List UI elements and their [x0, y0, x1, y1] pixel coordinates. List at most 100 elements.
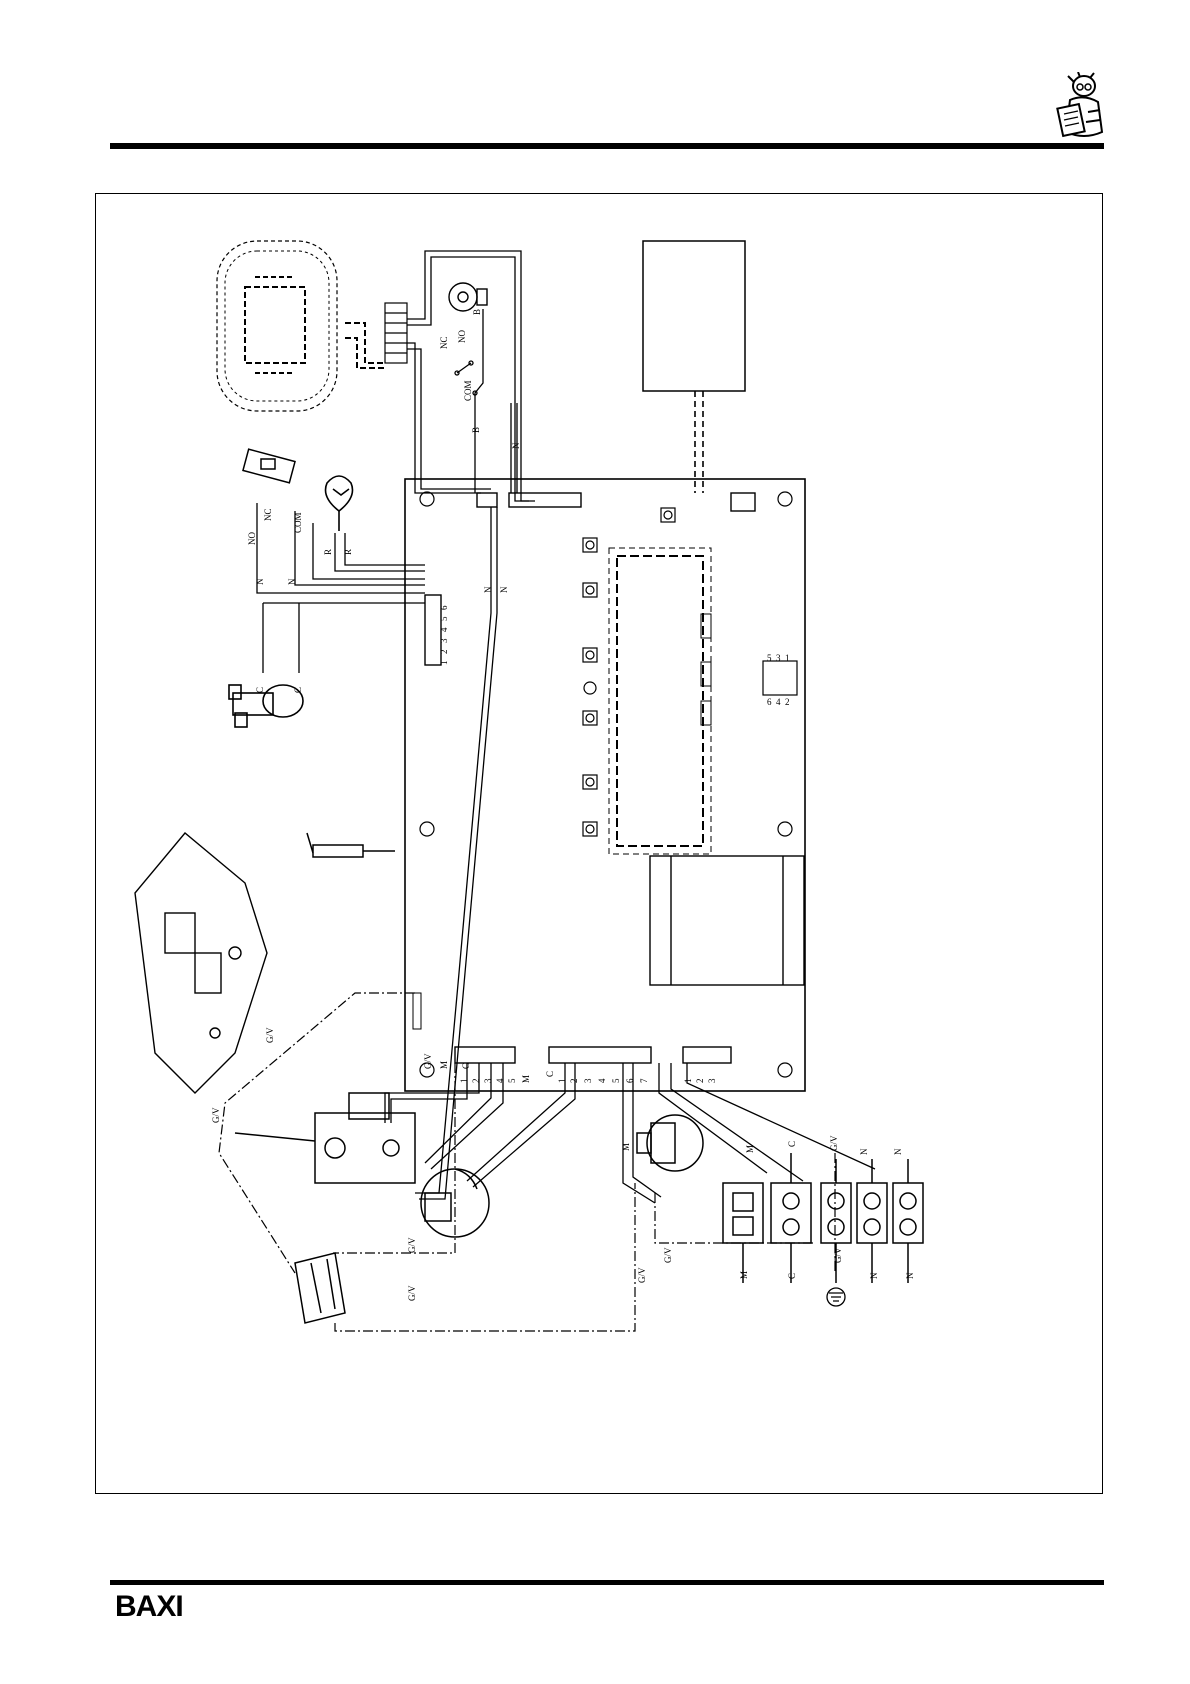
com-label: COM — [463, 380, 473, 401]
pin-label: 4 — [776, 697, 781, 707]
no-label: NO — [457, 330, 467, 343]
gv-label: G/V — [637, 1267, 647, 1283]
m-label: M — [439, 1061, 449, 1069]
external-module-box — [642, 240, 746, 392]
bottom-wiring — [384, 1063, 876, 1204]
spark-generator — [294, 1252, 346, 1324]
earth-wire-labels: G/V G/V G/V G/V G/V G/V — [211, 1027, 673, 1301]
n-label: N — [511, 442, 521, 449]
pin-label: 3 — [707, 1078, 717, 1083]
mascot-reading-icon — [1056, 72, 1104, 138]
terminal-label: G/V — [833, 1247, 843, 1263]
b-label: B — [471, 427, 481, 433]
pin-label: 1 — [557, 1079, 567, 1084]
five-way-pin-labels: 1 2 3 4 5 — [459, 1078, 517, 1083]
terminal-label: N — [869, 1272, 879, 1279]
pin-label: 5 — [507, 1078, 517, 1083]
m-label: M — [621, 1143, 631, 1151]
pin-label: 5 — [611, 1078, 621, 1083]
gas-valve — [234, 1092, 416, 1184]
six-way-pin-labels: 1 2 3 4 5 6 — [439, 605, 449, 665]
diagram-frame — [95, 193, 1103, 1494]
control-board — [404, 478, 806, 1092]
left-wire-labels: NO NC COM N N R R C C — [247, 508, 353, 693]
fan-motor — [420, 1168, 490, 1238]
flow-microswitch — [242, 448, 296, 484]
n-label: N — [287, 578, 297, 585]
footer-rule — [110, 1580, 1104, 1585]
pin-label: 2 — [439, 650, 449, 655]
three-way-pin-labels: 1 2 3 — [683, 1078, 717, 1083]
c-label: C — [293, 687, 303, 693]
component-wire-labels: G/V M C M C M M C G/V N N — [423, 1053, 903, 1155]
seven-way-pin-labels: 1 2 3 4 5 6 7 — [557, 1078, 649, 1083]
pin-label: 4 — [439, 627, 449, 632]
n-label: N — [255, 578, 265, 585]
pin-label: 6 — [439, 605, 449, 610]
gv-label: G/V — [211, 1107, 221, 1123]
n-label: N — [859, 1148, 869, 1155]
m-label: M — [745, 1145, 755, 1153]
terminal-label: C — [787, 1273, 797, 1279]
b-label: B — [472, 309, 482, 315]
mains-terminal-block — [722, 1153, 924, 1283]
gv-label: G/V — [423, 1053, 433, 1069]
gv-label: G/V — [663, 1247, 673, 1263]
pin-label: 2 — [471, 1079, 481, 1084]
gv-label: G/V — [407, 1237, 417, 1253]
earth-ground-icon — [826, 1287, 846, 1307]
c-label: C — [255, 687, 265, 693]
pin-label: 6 — [767, 697, 772, 707]
pin-label: 1 — [459, 1079, 469, 1084]
gv-label: G/V — [407, 1285, 417, 1301]
ignition-electrode — [306, 832, 395, 858]
header-rule — [110, 143, 1104, 149]
pin-label: 1 — [785, 653, 790, 663]
n-label: N — [483, 586, 493, 593]
pin-label: 2 — [785, 697, 790, 707]
external-module-link — [694, 391, 704, 493]
m-label: M — [521, 1075, 531, 1083]
terminal-label: N — [905, 1272, 915, 1279]
pin-label: 4 — [597, 1078, 607, 1083]
wiring-diagram: 5 3 1 6 4 2 — [134, 240, 924, 1332]
com-label: COM — [293, 512, 303, 533]
c-label: C — [545, 1071, 555, 1077]
pin-label: 3 — [439, 638, 449, 643]
nc-label: NC — [263, 508, 273, 521]
overheat-thermostat — [228, 684, 304, 728]
n-label: N — [893, 1148, 903, 1155]
gv-label: G/V — [829, 1135, 839, 1151]
circulation-pump — [636, 1114, 704, 1172]
pin-label: 1 — [439, 661, 449, 666]
no-label: NO — [247, 532, 257, 545]
terminal-block-labels: M C G/V N N — [739, 1247, 915, 1279]
pin-label: 6 — [625, 1078, 635, 1083]
pressure-switch — [448, 282, 488, 312]
r-label: R — [323, 549, 333, 555]
left-wiring — [256, 503, 425, 673]
ntc-sensor — [324, 475, 354, 531]
remote-control-unit — [216, 240, 385, 412]
remote-terminal-strip — [384, 302, 408, 364]
c-label: C — [461, 1063, 471, 1069]
pin-label: 3 — [483, 1078, 493, 1083]
pin-label: 7 — [639, 1078, 649, 1083]
pin-label: 3 — [583, 1078, 593, 1083]
pin-label: 5 — [439, 616, 449, 621]
pin-label: 3 — [776, 653, 781, 663]
pin-label: 2 — [695, 1079, 705, 1084]
c-label: C — [787, 1141, 797, 1147]
boiler-chassis — [134, 832, 268, 1094]
nc-label: NC — [439, 336, 449, 349]
r-label: R — [343, 549, 353, 555]
pressure-switch-labels: NC NO COM B B N N N — [439, 309, 521, 593]
terminal-label: M — [739, 1271, 749, 1279]
gv-label: G/V — [265, 1027, 275, 1043]
earth-wiring — [218, 992, 836, 1332]
pin-label: 5 — [767, 653, 772, 663]
pin-label: 4 — [495, 1078, 505, 1083]
header-pin-labels: 5 3 1 6 4 2 — [767, 653, 790, 707]
pin-label: 2 — [569, 1079, 579, 1084]
pin-label: 1 — [683, 1079, 693, 1084]
